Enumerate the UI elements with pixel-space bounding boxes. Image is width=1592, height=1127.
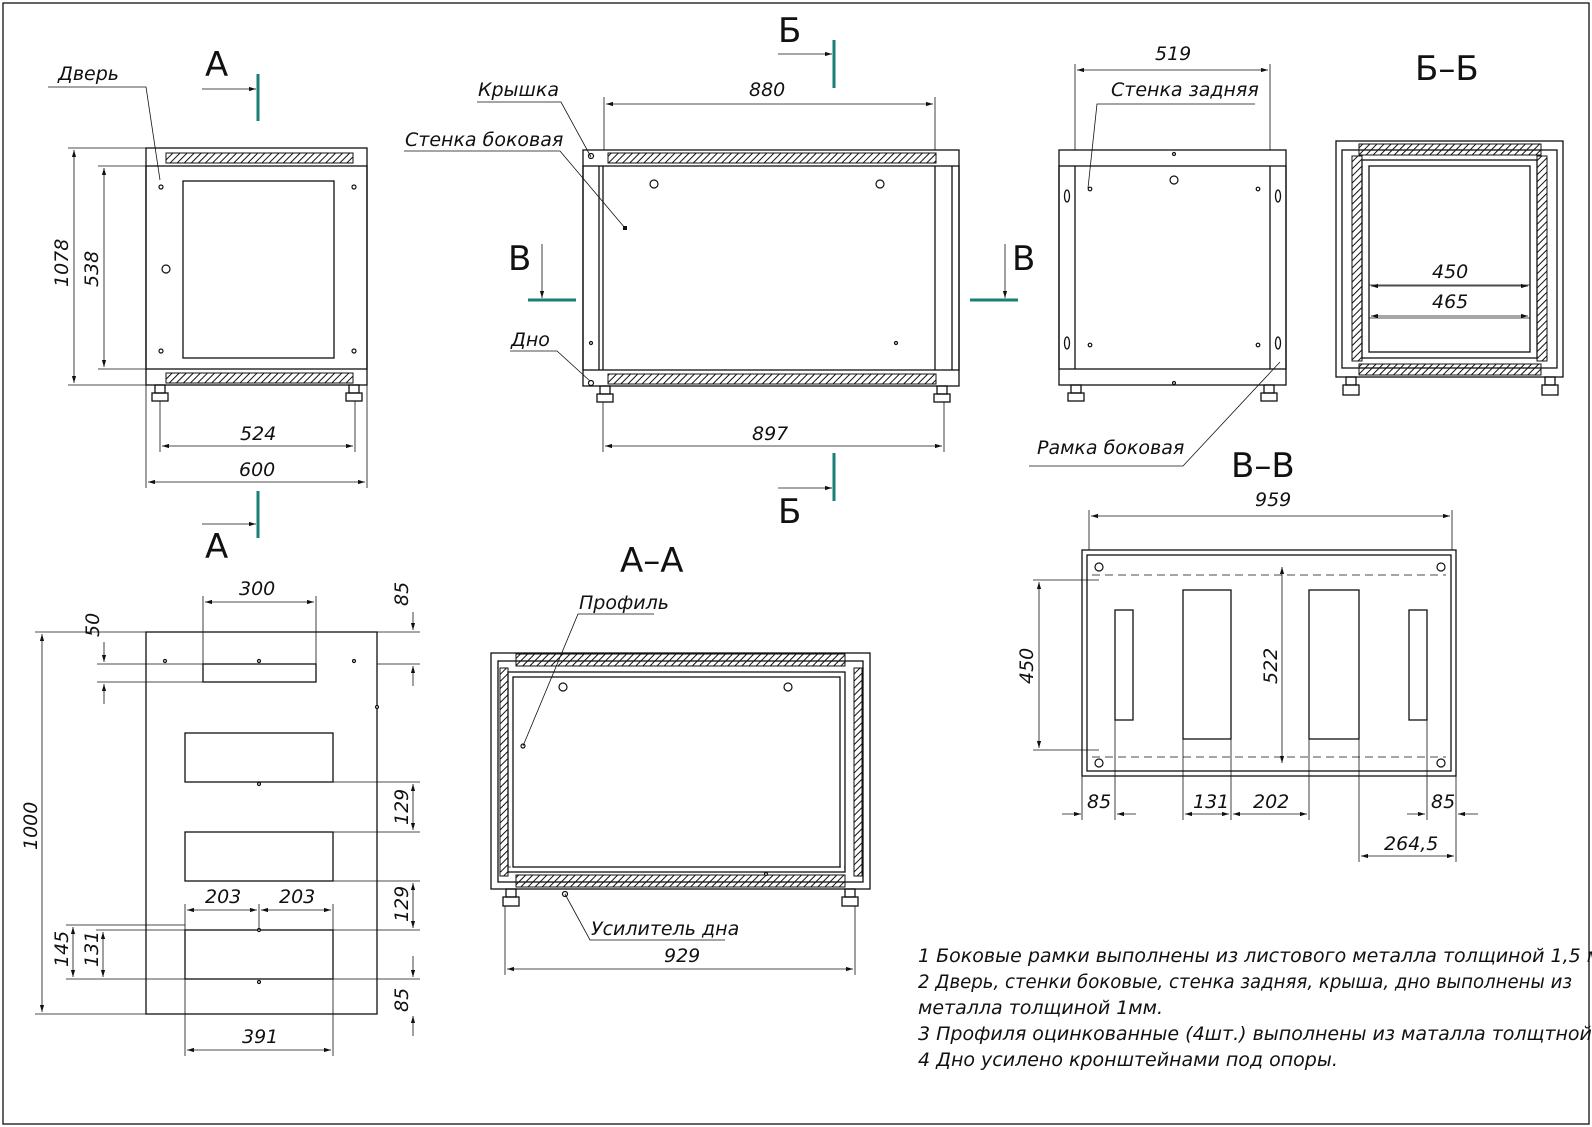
notes-block: 1 Боковые рамки выполнены из листового м… [918,945,1592,1071]
note-1: 1 Боковые рамки выполнены из листового м… [918,945,1592,967]
dim-plan-50: 50 [82,613,104,637]
label-back-wall: Стенка задняя [1111,79,1259,101]
section-cut-b [778,40,836,501]
dim-plan-85-bottom: 85 [391,988,413,1012]
plan-cable-slot [202,663,317,683]
dim-back-width: 519 [1155,43,1191,65]
dim-vv-959: 959 [1255,489,1291,511]
label-bottom-reinforcement: Усилитель дна [591,918,739,940]
section-mark-v-right: В [1012,239,1035,279]
dim-bb-450: 450 [1432,261,1468,283]
label-profile: Профиль [579,592,669,614]
section-title-bb: Б–Б [1415,49,1479,89]
plan-opening-2 [184,831,334,882]
section-title-vv: В–В [1231,446,1295,486]
dim-plan-129-b: 129 [391,886,413,922]
label-door: Дверь [57,63,119,85]
dim-vv-131: 131 [1193,791,1229,813]
front-bottom-vent [165,372,354,384]
back-view [1029,64,1287,467]
dim-plan-85-top: 85 [391,582,413,606]
dim-front-width: 600 [239,459,275,481]
note-4: 4 Дно усилено кронштейнами под опоры. [918,1049,1338,1071]
dim-front-height-door: 538 [81,251,103,287]
dim-aa-929: 929 [664,945,700,967]
section-mark-a-top: А [205,45,228,85]
dim-plan-203-a: 203 [205,886,241,908]
front-top-vent [165,152,354,164]
vv-slot-2 [1182,589,1232,740]
dim-vv-85-right: 85 [1431,791,1455,813]
dim-plan-300: 300 [239,578,275,600]
plan-view [35,596,420,1056]
label-side-frame: Рамка боковая [1037,437,1184,459]
section-bb-view [1335,140,1564,396]
side-top-vent [607,152,937,164]
dim-plan-145: 145 [51,931,73,967]
door-glass [182,180,335,359]
section-mark-b-top: Б [778,11,801,51]
dim-side-top: 880 [749,79,785,101]
dim-vv-264-5: 264,5 [1384,833,1438,855]
dim-front-width-feet: 524 [240,423,276,445]
dim-plan-391: 391 [242,1026,278,1048]
plan-opening-3 [184,929,334,980]
section-vv-view [1033,510,1478,862]
side-bottom-vent [607,373,937,385]
note-2-cont: металла толщиной 1мм. [918,997,1163,1019]
vv-slot-1 [1114,609,1134,721]
section-mark-b-bottom: Б [778,492,801,532]
dim-plan-131: 131 [81,931,103,967]
dim-plan-129-a: 129 [391,789,413,825]
dim-plan-1000: 1000 [20,802,42,850]
dim-bb-465: 465 [1432,291,1468,313]
dim-vv-522: 522 [1260,648,1282,684]
label-side-wall: Стенка боковая [405,129,563,151]
front-view [48,86,368,488]
vv-slot-3 [1308,589,1360,740]
label-cover: Крышка [478,79,559,101]
section-cut-v [528,244,1018,302]
section-aa-view [490,613,871,975]
dim-front-height-total: 1078 [51,239,73,287]
label-bottom: Дно [510,329,550,351]
dim-side-bottom: 897 [752,423,788,445]
vv-slot-4 [1408,609,1428,721]
plan-opening-1 [184,732,334,783]
back-lock-icon [1169,175,1179,185]
dim-vv-85-left: 85 [1087,791,1111,813]
note-2: 2 Дверь, стенки боковые, стенка задняя, … [918,971,1572,993]
note-3: 3 Профиля оцинкованные (4шт.) выполнены … [918,1023,1592,1045]
dim-vv-450: 450 [1016,648,1038,684]
section-cut-a [202,74,260,538]
dim-plan-203-b: 203 [279,886,315,908]
door-lock-icon [161,264,171,274]
dim-vv-202: 202 [1253,791,1289,813]
side-view [404,97,960,452]
section-mark-a-bottom: А [205,527,228,567]
section-title-aa: А–А [620,541,684,581]
section-mark-v-left: В [508,239,531,279]
